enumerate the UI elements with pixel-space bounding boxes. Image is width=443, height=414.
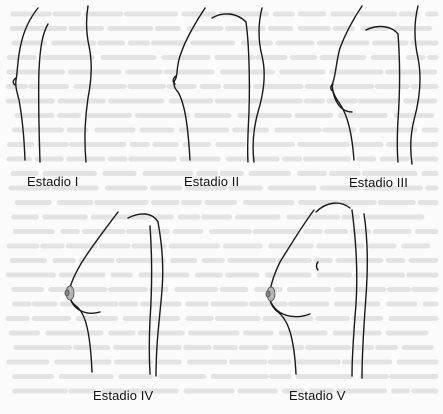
stage-5-fold	[317, 262, 319, 270]
stage-3-back-contour	[411, 6, 420, 164]
stage-3-front-contour	[332, 6, 362, 160]
stage-5-arm-outer	[316, 203, 350, 212]
stage-4-arm-outer	[128, 214, 158, 222]
stage-3-arm-outer	[366, 27, 398, 34]
stage-5-back-contour	[362, 214, 367, 378]
stage-2-arm-inner	[246, 22, 249, 162]
stage-1-arm-inner	[39, 24, 48, 162]
stage-3-arm-inner	[397, 34, 399, 162]
stage-1-label: Estadio I	[27, 174, 79, 189]
stage-5-arm-inner	[352, 210, 357, 376]
stage-5-label: Estadio V	[289, 388, 346, 403]
stage-4-breast-lower	[70, 298, 100, 313]
stage-4-areola	[65, 286, 74, 300]
stage-4-front-contour	[69, 212, 118, 372]
stage-5-figure	[269, 203, 367, 378]
stage-2-back-contour	[253, 8, 264, 162]
stage-1-back-contour	[85, 6, 91, 162]
stage-5-breast-lower	[270, 300, 310, 317]
stage-4-label: Estadio IV	[93, 388, 153, 403]
stage-1-figure	[13, 6, 91, 162]
stage-3-breast-lower	[333, 92, 352, 112]
stage-4-figure	[69, 212, 163, 376]
stage-4-back-contour	[156, 222, 163, 376]
stage-5-front-contour	[269, 210, 314, 374]
stage-2-figure	[173, 8, 264, 162]
stage-3-label: Estadio III	[349, 175, 408, 190]
stage-5-areola	[266, 287, 275, 301]
stage-2-front-contour	[174, 8, 205, 160]
stage-4-arm-inner	[149, 226, 151, 374]
stage-1-front-contour	[16, 8, 38, 160]
stage-2-arm-outer	[212, 14, 246, 22]
stage-3-figure	[331, 6, 420, 164]
stage-2-label: Estadio II	[184, 174, 239, 189]
